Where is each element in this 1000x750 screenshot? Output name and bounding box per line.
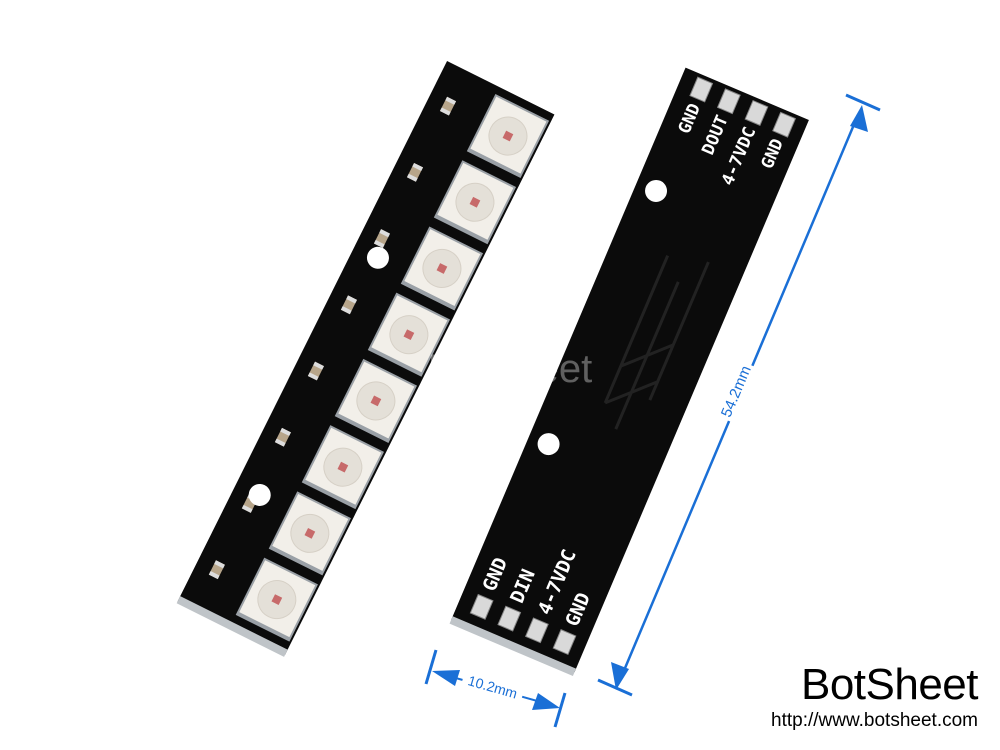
brand-logo: BotSheet bbox=[800, 660, 979, 709]
brand-url[interactable]: http://www.botsheet.com bbox=[771, 710, 978, 731]
led-chip bbox=[307, 358, 418, 443]
mount-hole bbox=[248, 483, 271, 506]
solder-pad bbox=[552, 629, 577, 656]
led-chip bbox=[241, 491, 351, 576]
led-strip-front bbox=[176, 60, 555, 657]
led-chip bbox=[406, 160, 517, 245]
solder-pad bbox=[744, 100, 769, 126]
pcb-edge bbox=[176, 596, 288, 657]
watermark-text: BotSheet bbox=[428, 347, 593, 391]
arrow-head-icon bbox=[611, 662, 629, 690]
length-dimension: 54.2mm bbox=[597, 93, 881, 697]
solder-pad bbox=[524, 617, 549, 644]
led-chip bbox=[274, 425, 384, 510]
solder-pad bbox=[772, 111, 797, 138]
solder-pad bbox=[497, 605, 522, 632]
mount-hole bbox=[537, 433, 560, 456]
led-chip bbox=[373, 226, 484, 311]
mount-hole bbox=[366, 246, 389, 269]
led-chip bbox=[439, 93, 550, 179]
led-chip bbox=[340, 292, 451, 377]
pcb-edge bbox=[449, 616, 577, 677]
pcb-traces bbox=[603, 255, 710, 430]
pcb-back bbox=[451, 67, 809, 673]
solder-pad bbox=[689, 76, 714, 103]
arrow-head-icon bbox=[532, 693, 560, 710]
solder-pad bbox=[469, 593, 494, 620]
solder-pad bbox=[716, 88, 741, 115]
arrow-head-icon bbox=[850, 105, 868, 132]
mount-hole bbox=[645, 179, 668, 202]
led-chip bbox=[208, 557, 318, 642]
arrow-head-icon bbox=[432, 670, 460, 686]
